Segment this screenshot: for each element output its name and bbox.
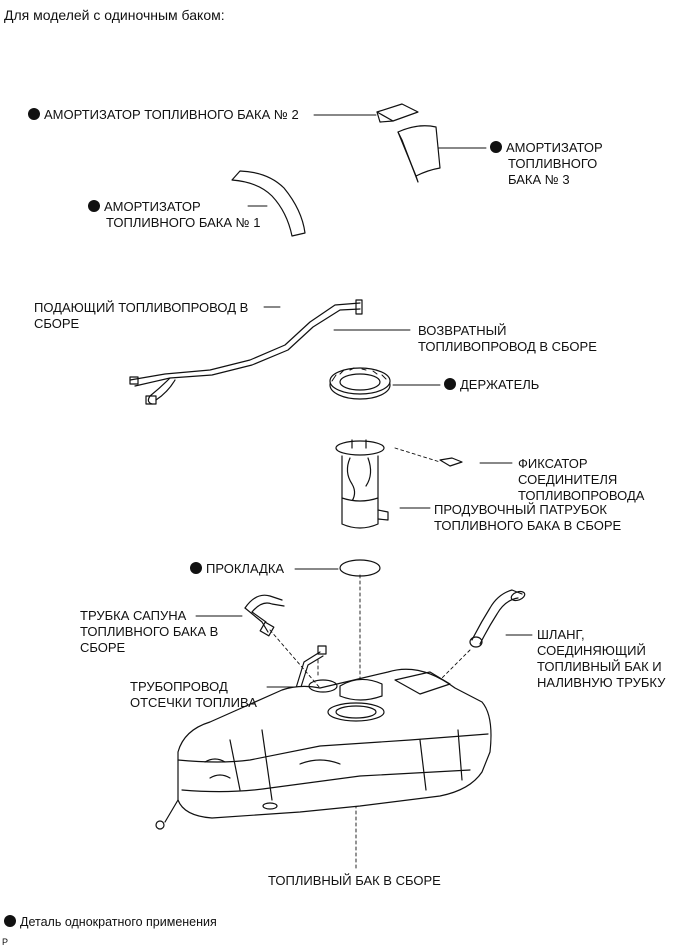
one-time-use-dot-icon <box>28 108 40 120</box>
label-filler-hose: ШЛАНГ, СОЕДИНЯЮЩИЙ ТОПЛИВНЫЙ БАК И НАЛИВ… <box>537 627 666 690</box>
label-connector-clip: ФИКСАТОР СОЕДИНИТЕЛЯ ТОПЛИВОПРОВОДА <box>518 456 645 503</box>
label-return-pipe: ВОЗВРАТНЫЙ ТОПЛИВОПРОВОД В СБОРЕ <box>418 323 597 354</box>
fuel-tank-shape <box>155 668 492 830</box>
gasket-shape <box>339 559 381 577</box>
retainer-ring-shape <box>329 367 391 400</box>
one-time-use-dot-icon <box>190 562 202 574</box>
connector-clip-shape <box>439 457 463 467</box>
one-time-use-dot-icon <box>88 200 100 212</box>
label-fuel-tank: ТОПЛИВНЫЙ БАК В СБОРЕ <box>268 873 441 888</box>
label-supply-pipe: ПОДАЮЩИЙ ТОПЛИВОПРОВОД В СБОРЕ <box>34 300 249 331</box>
label-cushion-no2: АМОРТИЗАТОР ТОПЛИВНОГО БАКА № 2 <box>28 107 299 123</box>
label-suction-tube: ПРОДУВОЧНЫЙ ПАТРУБОК ТОПЛИВНОГО БАКА В С… <box>434 502 622 533</box>
filler-hose-shape <box>469 589 526 648</box>
label-retainer: ДЕРЖАТЕЛЬ <box>444 377 539 393</box>
page-heading: Для моделей с одиночным баком: <box>4 7 225 23</box>
cutoff-pipe-shape <box>295 645 327 691</box>
label-cutoff-pipe: ТРУБОПРОВОД ОТСЕЧКИ ТОПЛИВА <box>130 679 257 710</box>
label-breather-tube: ТРУБКА САПУНА ТОПЛИВНОГО БАКА В СБОРЕ <box>80 608 219 655</box>
cushion-no3-shape <box>397 125 441 183</box>
suction-tube-shape <box>335 439 389 529</box>
leader-lines <box>195 114 533 688</box>
breather-tube-shape <box>244 594 285 637</box>
fuel-pipes <box>129 299 363 405</box>
label-cushion-no1: АМОРТИЗАТОР ТОПЛИВНОГО БАКА № 1 <box>88 199 260 231</box>
cushion-no1-shape <box>231 170 306 237</box>
one-time-use-dot-icon <box>444 378 456 390</box>
one-time-use-dot-icon <box>4 915 16 927</box>
cushion-no2-shape <box>376 103 419 123</box>
legend: Деталь однократного применения <box>4 914 217 930</box>
corner-mark: P <box>2 937 9 947</box>
label-cushion-no3: АМОРТИЗАТОР ТОПЛИВНОГО БАКА № 3 <box>490 140 603 188</box>
legend-text: Деталь однократного применения <box>20 915 217 929</box>
label-gasket: ПРОКЛАДКА <box>190 561 284 577</box>
one-time-use-dot-icon <box>490 141 502 153</box>
